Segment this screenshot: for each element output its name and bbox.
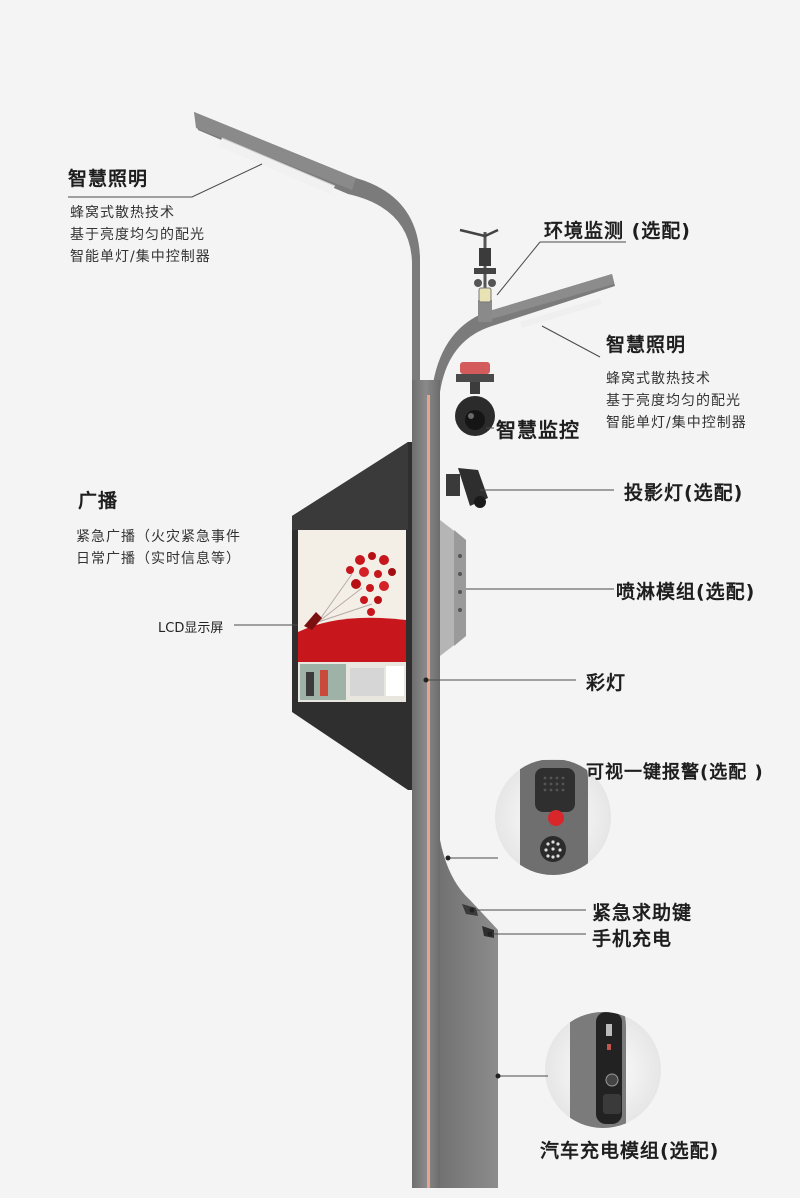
right-lamp-arm xyxy=(432,274,615,400)
lighting-right-line: 基于亮度均匀的配光 xyxy=(606,393,741,409)
projector-label: 投影灯(选配) xyxy=(624,482,744,504)
screen-heart-graphic xyxy=(317,552,396,623)
broadcast-line: 日常广播（实时信息等） xyxy=(76,551,241,567)
sprinkler-label: 喷淋模组(选配) xyxy=(616,581,756,603)
lighting-left-title: 智慧照明 xyxy=(68,168,149,190)
lighting-right-title: 智慧照明 xyxy=(606,334,687,356)
lighting-left-description: 蜂窝式散热技术 基于亮度均匀的配光 智能单灯/集中控制器 xyxy=(70,202,211,268)
alarm-red-button xyxy=(548,810,564,826)
environment-monitoring-label: 环境监测 (选配) xyxy=(544,220,691,242)
lighting-left-line: 基于亮度均匀的配光 xyxy=(70,227,205,243)
leader-lines xyxy=(68,163,626,1077)
weather-station xyxy=(459,228,499,303)
main-pole xyxy=(412,380,440,1188)
lcd-screen-label: LCD显示屏 xyxy=(158,621,224,636)
lighting-left-line: 智能单灯/集中控制器 xyxy=(70,249,211,265)
lighting-right-line: 智能单灯/集中控制器 xyxy=(606,415,747,431)
sprinkler-module xyxy=(440,520,466,656)
lower-equipment-cabinet xyxy=(440,840,498,1188)
alarm-inset xyxy=(495,759,611,875)
advertising-screen-housing xyxy=(292,442,412,790)
screen-red-wave xyxy=(298,617,406,662)
ev-charging-label: 汽车充电模组(选配) xyxy=(540,1140,720,1162)
leader-dots xyxy=(423,677,501,1079)
phone-charging-label: 手机充电 xyxy=(592,928,673,950)
surveillance-camera xyxy=(455,362,495,436)
left-lamp-arm xyxy=(194,112,420,400)
colored-light-label: 彩灯 xyxy=(586,672,627,694)
emergency-help-label: 紧急求助键 xyxy=(592,902,693,924)
broadcast-line: 紧急广播（火灾紧急事件 xyxy=(76,529,241,545)
accent-light-strip xyxy=(427,395,430,1188)
projector-lamp xyxy=(446,468,488,508)
lighting-left-line: 蜂窝式散热技术 xyxy=(70,205,175,221)
lighting-right-description: 蜂窝式散热技术 基于亮度均匀的配光 智能单灯/集中控制器 xyxy=(606,368,747,434)
surveillance-label: 智慧监控 xyxy=(496,418,580,442)
broadcast-title: 广播 xyxy=(78,490,119,512)
broadcast-description: 紧急广播（火灾紧急事件 日常广播（实时信息等） xyxy=(76,526,241,570)
lighting-right-line: 蜂窝式散热技术 xyxy=(606,371,711,387)
visual-alarm-label: 可视一键报警(选配 ) xyxy=(586,762,764,783)
ev-charger-inset xyxy=(545,1012,661,1128)
